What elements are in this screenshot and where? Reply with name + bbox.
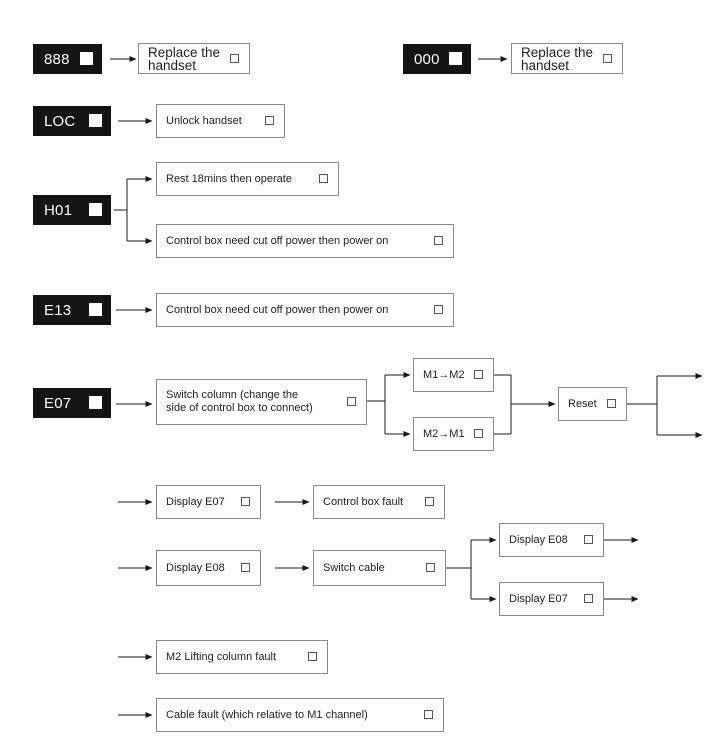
replace-handset-checkbox-1[interactable]: [230, 53, 239, 63]
code-loc: LOC: [33, 106, 111, 136]
switch-column-text: Switch column (change the side of contro…: [166, 389, 313, 414]
display-e08-text: Display E08: [166, 561, 225, 574]
m2-lifting-column-fault-checkbox[interactable]: [308, 652, 317, 661]
code-000: 000: [403, 44, 471, 74]
h01-power-cycle-checkbox[interactable]: [434, 236, 443, 245]
display-e07-text: Display E07: [166, 495, 225, 508]
display-e07-checkbox[interactable]: [241, 497, 250, 506]
code-e13: E13: [33, 295, 111, 325]
code-e07-square-icon: [89, 396, 102, 409]
code-loc-label: LOC: [44, 112, 76, 130]
display-e08-checkbox[interactable]: [241, 563, 250, 572]
switch-cable-text: Switch cable: [323, 561, 385, 574]
cable-fault-checkbox[interactable]: [424, 710, 433, 719]
replace-handset-text-1: Replace the handset: [148, 44, 221, 73]
display-e08-result-box: Display E08: [499, 523, 604, 557]
replace-handset-text-2: Replace the handset: [521, 44, 594, 73]
unlock-handset-box: Unlock handset: [156, 104, 285, 138]
display-e08-result-checkbox[interactable]: [584, 535, 593, 544]
code-e07: E07: [33, 388, 111, 418]
display-e08-result-text: Display E08: [509, 533, 568, 546]
m2-to-m1-box: M2→M1: [413, 417, 494, 451]
unlock-handset-checkbox[interactable]: [265, 116, 274, 125]
rest-text: Rest 18mins then operate: [166, 172, 292, 185]
replace-handset-box-2: Replace the handset: [511, 43, 623, 74]
m1-to-m2-checkbox[interactable]: [474, 370, 483, 379]
rest-checkbox[interactable]: [319, 174, 328, 183]
code-888-label: 888: [44, 50, 70, 68]
display-e08-box: Display E08: [156, 550, 261, 586]
switch-column-box: Switch column (change the side of contro…: [156, 379, 367, 425]
rest-box: Rest 18mins then operate: [156, 162, 339, 196]
code-loc-square-icon: [89, 114, 102, 127]
replace-handset-box-1: Replace the handset: [138, 43, 250, 74]
m2-lifting-column-fault-text: M2 Lifting column fault: [166, 650, 277, 663]
reset-checkbox[interactable]: [607, 399, 616, 408]
display-e07-result-text: Display E07: [509, 592, 568, 605]
display-e07-result-checkbox[interactable]: [584, 594, 593, 603]
code-h01-label: H01: [44, 201, 73, 219]
h01-power-cycle-box: Control box need cut off power then powe…: [156, 224, 454, 258]
switch-column-checkbox[interactable]: [347, 397, 356, 406]
m2-to-m1-checkbox[interactable]: [474, 429, 483, 438]
m2-lifting-column-fault-box: M2 Lifting column fault: [156, 640, 328, 674]
m1-to-m2-box: M1→M2: [413, 358, 494, 392]
code-888-square-icon: [80, 52, 93, 65]
replace-handset-checkbox-2[interactable]: [603, 53, 612, 63]
code-e13-square-icon: [89, 303, 102, 316]
control-box-fault-box: Control box fault: [313, 485, 445, 519]
code-e07-label: E07: [44, 394, 72, 412]
switch-cable-checkbox[interactable]: [426, 563, 435, 572]
e13-power-cycle-box: Control box need cut off power then powe…: [156, 293, 454, 327]
h01-power-cycle-text: Control box need cut off power then powe…: [166, 234, 389, 247]
code-e13-label: E13: [44, 301, 72, 319]
switch-cable-box: Switch cable: [313, 550, 446, 586]
code-h01-square-icon: [89, 203, 102, 216]
m2-to-m1-text: M2→M1: [423, 427, 465, 440]
unlock-handset-text: Unlock handset: [166, 114, 242, 127]
control-box-fault-checkbox[interactable]: [425, 497, 434, 506]
display-e07-box: Display E07: [156, 485, 261, 519]
e13-power-cycle-text: Control box need cut off power then powe…: [166, 303, 389, 316]
cable-fault-box: Cable fault (which relative to M1 channe…: [156, 698, 444, 732]
reset-text: Reset: [568, 397, 597, 410]
code-000-square-icon: [449, 52, 462, 65]
reset-box: Reset: [558, 387, 627, 421]
control-box-fault-text: Control box fault: [323, 495, 404, 508]
cable-fault-text: Cable fault (which relative to M1 channe…: [166, 708, 368, 721]
e13-power-cycle-checkbox[interactable]: [434, 305, 443, 314]
code-888: 888: [33, 44, 102, 74]
code-000-label: 000: [414, 50, 440, 68]
m1-to-m2-text: M1→M2: [423, 368, 465, 381]
code-h01: H01: [33, 195, 111, 225]
display-e07-result-box: Display E07: [499, 582, 604, 616]
